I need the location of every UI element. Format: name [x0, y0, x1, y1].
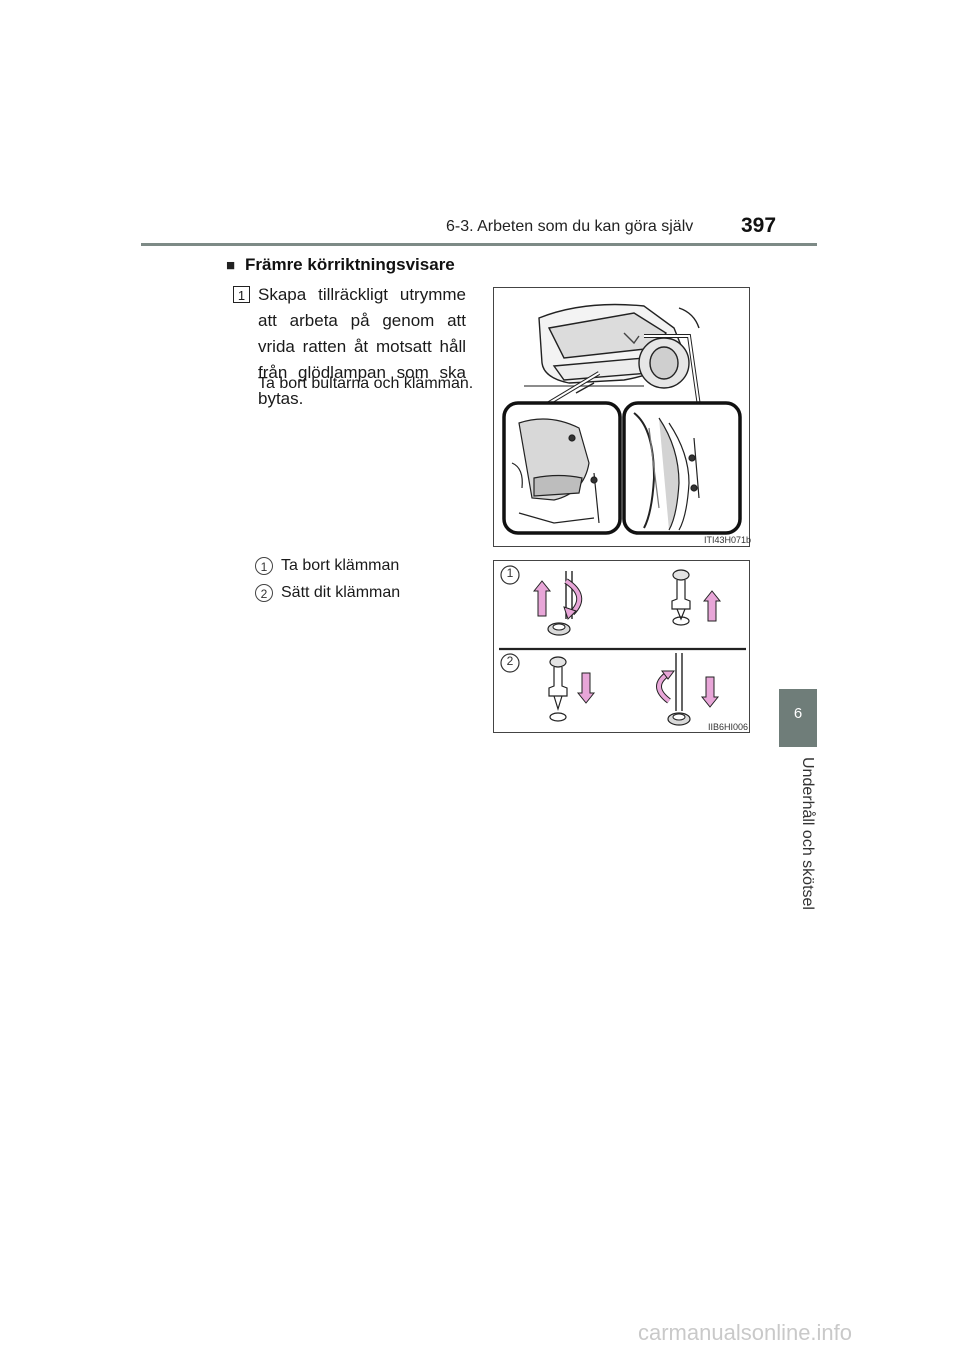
sub-step-text-1: Ta bort klämman	[281, 557, 400, 574]
chapter-number: 6	[793, 705, 803, 722]
section-title: Främre körriktningsvisare	[245, 255, 455, 274]
up-arrow-icon	[532, 580, 552, 617]
figure-code: ITI43H071b	[704, 535, 752, 545]
clip-drawing	[499, 565, 746, 726]
step-instruction: Skapa tillräckligt utrymme att arbeta på…	[258, 285, 466, 408]
bullet-square-icon: ■	[226, 257, 236, 274]
section-header: 6-3. Arbeten som du kan göra själv	[446, 218, 694, 235]
header-divider	[141, 243, 817, 246]
step-number-box: 1	[233, 286, 250, 303]
watermark: carmanualsonline.info	[638, 1320, 853, 1345]
chapter-title: Underhåll och skötsel	[799, 757, 816, 910]
figure-code: IIB6HI006	[708, 722, 749, 732]
sub-step-number-1: 1	[255, 557, 273, 575]
sub-step-text-2: Sätt dit klämman	[281, 584, 401, 601]
chapter-tab	[779, 689, 817, 747]
clip-label-2: 2	[506, 654, 514, 668]
step-instruction-2: Ta bort bultarna och klämman.	[258, 375, 474, 392]
sub-step-number-2: 2	[255, 584, 273, 602]
down-arrow-icon	[576, 672, 596, 704]
up-arrow-icon	[702, 590, 722, 622]
clip-procedure-illustration: 1 2 IIB6HI006	[493, 560, 750, 733]
car-bumper-illustration: ITI43H071b	[493, 287, 752, 547]
clip-label-1: 1	[506, 566, 514, 580]
page-number: 397	[741, 214, 777, 237]
down-arrow-icon	[700, 676, 720, 708]
rotate-arrow-icon	[656, 670, 675, 704]
car-drawing	[502, 303, 742, 535]
